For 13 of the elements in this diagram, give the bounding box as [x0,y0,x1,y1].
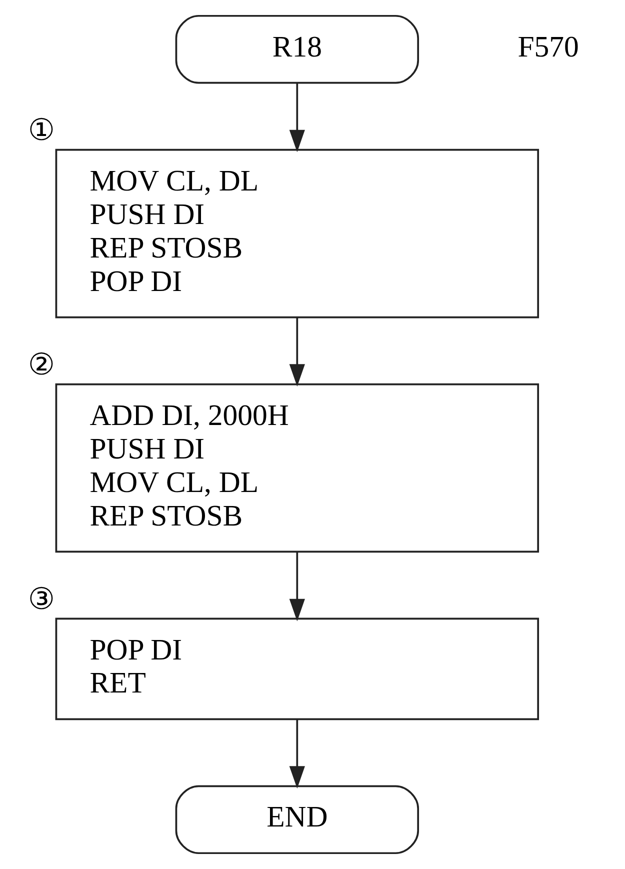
arrow [289,720,305,788]
arrow [289,317,305,386]
arrow [289,84,305,152]
node-box: POP DI RET [55,618,540,720]
arrow [289,552,305,622]
node-box: R18 [175,14,420,84]
node-box: MOV CL, DL PUSH DI REP STOSB POP DI [55,148,540,318]
node-label: ② [28,348,55,382]
node-box: END [175,785,420,854]
node-label: ① [28,114,55,148]
node-box: ADD DI, 2000H PUSH DI MOV CL, DL REP STOSB [55,383,540,553]
node-label: ③ [28,583,55,616]
label: F570 [518,30,579,64]
